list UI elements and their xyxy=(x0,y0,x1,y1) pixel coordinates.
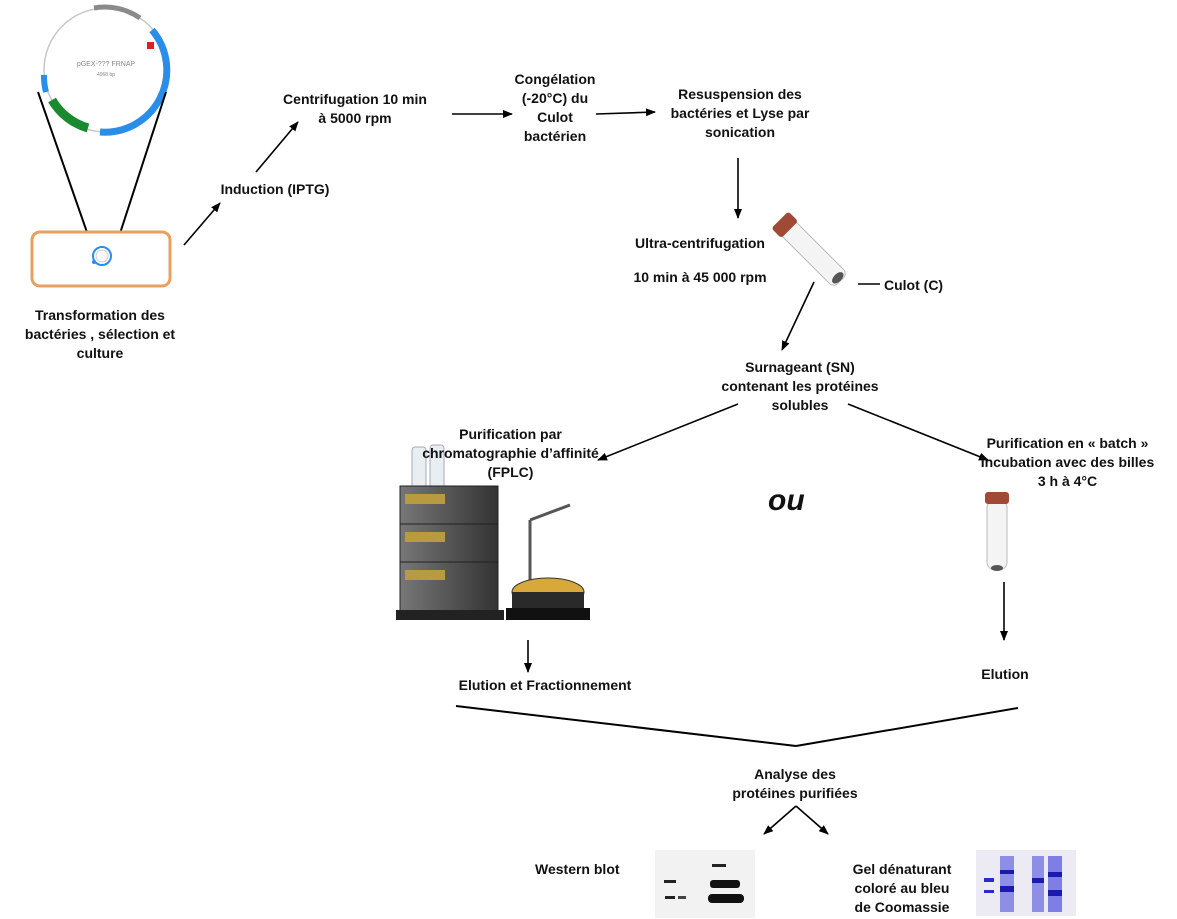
coomassie-gel-image xyxy=(976,850,1076,916)
ultracentrifuge-tube-icon xyxy=(772,212,846,286)
arrow-to-gel xyxy=(795,805,829,835)
step-ultracentrifugation: Ultra-centrifugation xyxy=(635,235,765,251)
plasmid-map: pGEX-??? FRNAP 4968 bp xyxy=(40,4,171,136)
colony-plasmid-icon xyxy=(92,246,112,266)
step-transformation: Transformation des bactéries , sélection… xyxy=(24,307,176,361)
batch-tube-icon xyxy=(985,492,1009,571)
plasmid-size: 4968 bp xyxy=(97,72,115,78)
step-congelation: Congélation (-20°C) du Culot bactérien xyxy=(514,71,596,144)
fplc-system-image xyxy=(396,444,590,620)
step-resuspension: Resuspension des bactéries et Lyse par s… xyxy=(670,86,810,140)
arrow-to-western xyxy=(763,805,797,835)
culture-plate xyxy=(30,230,172,288)
merge-line-left xyxy=(455,705,797,747)
arrow-to-centrifugation xyxy=(255,121,299,173)
zoom-line-right xyxy=(111,91,167,259)
step-elution-fractionnement: Elution et Fractionnement xyxy=(458,677,632,693)
arrow-to-batch xyxy=(847,403,989,461)
step-purification-batch: Purification en « batch » Incubation ave… xyxy=(980,435,1155,489)
plasmid-title: pGEX-??? FRNAP xyxy=(77,61,136,68)
step-analyse: Analyse des protéines purifiées xyxy=(732,766,858,801)
western-blot-label: Western blot xyxy=(535,861,620,877)
merge-line-right xyxy=(795,707,1019,747)
step-induction: Induction (IPTG) xyxy=(220,181,330,197)
arrow-to-fplc xyxy=(597,403,739,461)
step-surnageant: Surnageant (SN) contenant les protéines … xyxy=(721,359,879,413)
step-elution: Elution xyxy=(981,666,1029,682)
arrow-to-resuspension xyxy=(595,108,656,117)
step-purification-affinite: Purification par chromatographie d’affin… xyxy=(422,426,599,480)
western-blot-image xyxy=(655,850,755,918)
arrow-to-surnageant xyxy=(781,281,815,351)
culot-label: Culot (C) xyxy=(884,277,944,293)
gel-label: Gel dénaturant coloré au bleu de Coomass… xyxy=(852,861,952,915)
step-centrifugation: Centrifugation 10 min à 5000 rpm xyxy=(283,91,427,126)
arrow-to-induction xyxy=(183,202,221,246)
ou-label: ou xyxy=(768,484,805,517)
step-ultracentrifugation-detail: 10 min à 45 000 rpm xyxy=(633,269,767,285)
zoom-line-left xyxy=(37,91,97,259)
